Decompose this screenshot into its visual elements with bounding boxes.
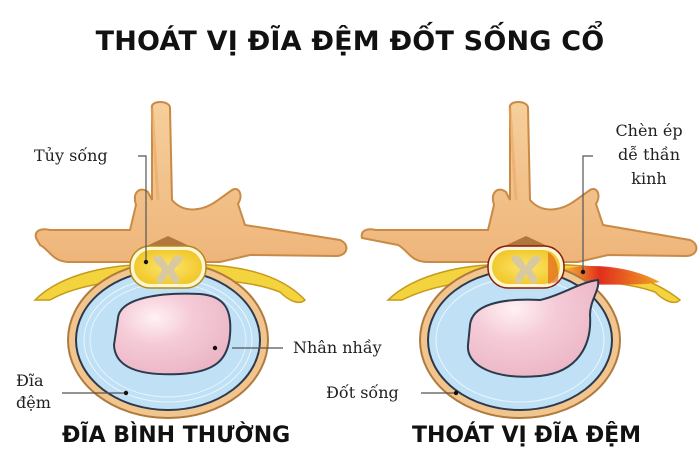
label-nucleus: Nhân nhầy xyxy=(293,338,382,357)
leader-lines-left xyxy=(62,155,283,394)
label-disc-line2: đệm xyxy=(16,393,51,412)
caption-normal-disc: ĐĨA BÌNH THƯỜNG xyxy=(62,423,291,448)
label-compression-line1: Chèn ép xyxy=(615,121,683,140)
herniated-vertebra xyxy=(360,101,698,419)
page-title: THOÁT VỊ ĐĨA ĐỆM ĐỐT SỐNG CỔ xyxy=(95,26,605,57)
label-spinal-cord: Tủy sống xyxy=(34,146,108,165)
label-vertebra: Đốt sống xyxy=(326,383,399,402)
label-compression-line2: dễ thần xyxy=(617,145,680,164)
normal-vertebra xyxy=(33,101,348,419)
label-disc-line1: Đĩa xyxy=(16,371,44,390)
leader-lines-right xyxy=(421,155,593,394)
caption-herniated-disc: THOÁT VỊ ĐĨA ĐỆM xyxy=(412,423,642,448)
label-compression-line3: kinh xyxy=(631,169,667,188)
